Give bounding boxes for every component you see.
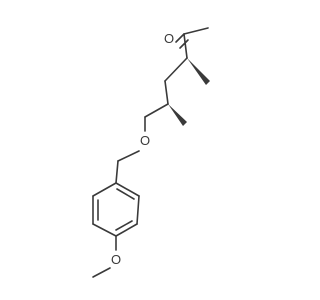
- ring-bond-6: [92, 182, 117, 197]
- ring-bond-1: [115, 182, 140, 197]
- ring-bond-3: [115, 223, 138, 237]
- ring-inner-bond-1: [116, 188, 135, 200]
- bond-ether-o-benzyl: [117, 150, 140, 162]
- bond-carbonyl-c3: [183, 33, 188, 59]
- carbonyl-oxygen-label: O: [164, 31, 174, 46]
- ether-oxygen-label: O: [140, 133, 150, 148]
- ring-inner-bond-2: [115, 220, 133, 231]
- bond-c3-c4: [164, 57, 188, 82]
- methoxy-oxygen-label: O: [111, 252, 121, 267]
- ring-bond-4: [92, 223, 117, 237]
- bond-carbonyl-double-1: [175, 33, 185, 43]
- bond-c4-c5: [164, 80, 169, 105]
- bond-methoxy-methyl: [92, 267, 111, 278]
- ring-bond-2: [136, 195, 140, 225]
- carbonyl-oxygen-atom: O: [163, 31, 175, 46]
- molecule-structure: O O O: [92, 27, 210, 278]
- bond-carbonyl-double-2: [179, 39, 189, 49]
- methoxy-oxygen-atom: O: [110, 251, 122, 267]
- ether-oxygen-atom: O: [139, 132, 151, 148]
- bond-acetyl-methyl: [183, 27, 209, 35]
- wedge-bond-c3-methyl: [187, 58, 210, 85]
- bond-c5-ch2: [144, 103, 169, 118]
- wedge-bond-c5-methyl: [168, 104, 187, 126]
- structure-canvas: O O O: [92, 27, 210, 278]
- bond-benzyl-ring: [115, 160, 119, 184]
